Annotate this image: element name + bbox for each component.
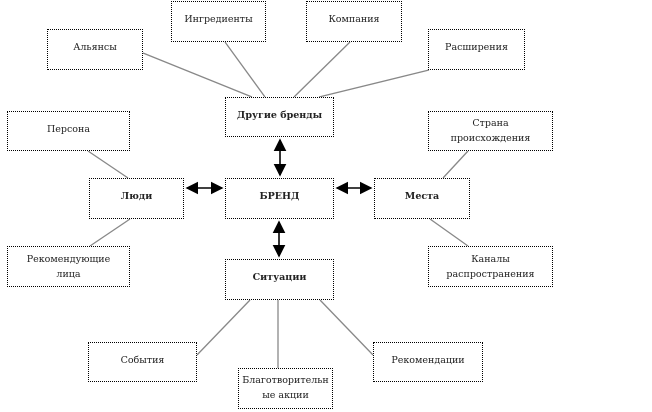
link-endorsers	[89, 218, 131, 247]
node-channels: Каналы распространения	[428, 246, 553, 287]
node-extensions: Расширения	[428, 29, 525, 70]
link-events	[196, 299, 251, 356]
link-alliances	[142, 52, 253, 98]
link-persona	[87, 150, 129, 179]
node-situations: Ситуации	[225, 259, 334, 300]
node-brand: БРЕНД	[225, 178, 334, 219]
node-ingredients: Ингредиенты	[171, 1, 266, 42]
link-recommendations	[319, 299, 374, 356]
node-events: События	[88, 342, 197, 382]
node-company: Компания	[306, 1, 402, 42]
node-endorsers: Рекомендующие лица	[7, 246, 130, 287]
node-recommendations: Рекомендации	[373, 342, 483, 382]
node-persona: Персона	[7, 111, 130, 151]
node-people: Люди	[89, 178, 184, 219]
link-ingredients	[224, 41, 266, 98]
node-charity: Благотворительные акции	[238, 368, 333, 409]
link-channels	[429, 218, 469, 247]
node-other-brands: Другие бренды	[225, 97, 334, 137]
node-places: Места	[374, 178, 470, 219]
node-alliances: Альянсы	[47, 29, 143, 70]
link-extensions	[318, 69, 430, 98]
link-company	[293, 41, 351, 98]
link-country	[442, 150, 469, 179]
node-country: Страна происхождения	[428, 111, 553, 151]
